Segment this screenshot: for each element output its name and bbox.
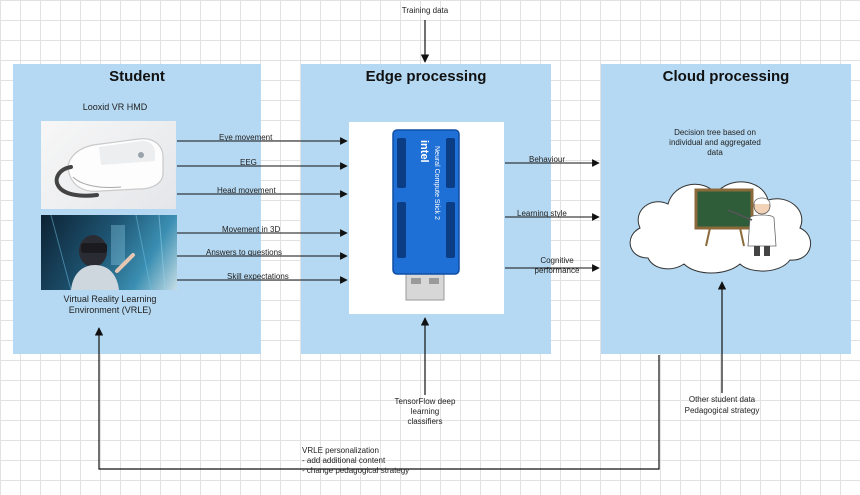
student-panel: Student — [13, 64, 261, 354]
feedback-label: VRLE personalization - add additional co… — [302, 446, 410, 475]
signal-eeg: EEG — [240, 158, 257, 167]
hmd-label: Looxid VR HMD — [82, 102, 148, 112]
other-data-label: Other student data Pedagogical strategy — [684, 395, 760, 415]
vrle-label: Virtual Reality Learning Environment (VR… — [63, 294, 157, 315]
student-title: Student — [109, 68, 165, 85]
stick-product-text: Neural Compute Stick 2 — [433, 146, 440, 220]
signal-movement-3d: Movement in 3D — [222, 225, 281, 234]
vr-headset-image — [41, 121, 176, 209]
training-data-label: Training data — [401, 6, 449, 15]
signal-eye-movement: Eye movement — [219, 133, 273, 142]
signal-skill-expectations: Skill expectations — [227, 272, 289, 281]
tensorflow-label: TensorFlow deep learning classifiers — [394, 397, 456, 426]
cloud-processing-title: Cloud processing — [662, 68, 790, 85]
output-learning-style: Learning style — [517, 209, 567, 218]
cloud-teacher-illustration — [622, 166, 822, 283]
cloud-model-label: Decision tree based on individual and ag… — [669, 128, 761, 157]
output-cognitive-performance: Cognitive performance — [534, 256, 580, 275]
signal-answers: Answers to questions — [206, 248, 283, 257]
stick-brand-text: intel — [418, 140, 430, 163]
edge-processing-title: Edge processing — [365, 68, 487, 85]
vrle-image — [41, 215, 177, 290]
neural-compute-stick-image: intel Neural Compute Stick 2 — [349, 122, 504, 314]
output-behaviour: Behaviour — [529, 155, 566, 164]
signal-head-movement: Head movement — [217, 186, 276, 195]
